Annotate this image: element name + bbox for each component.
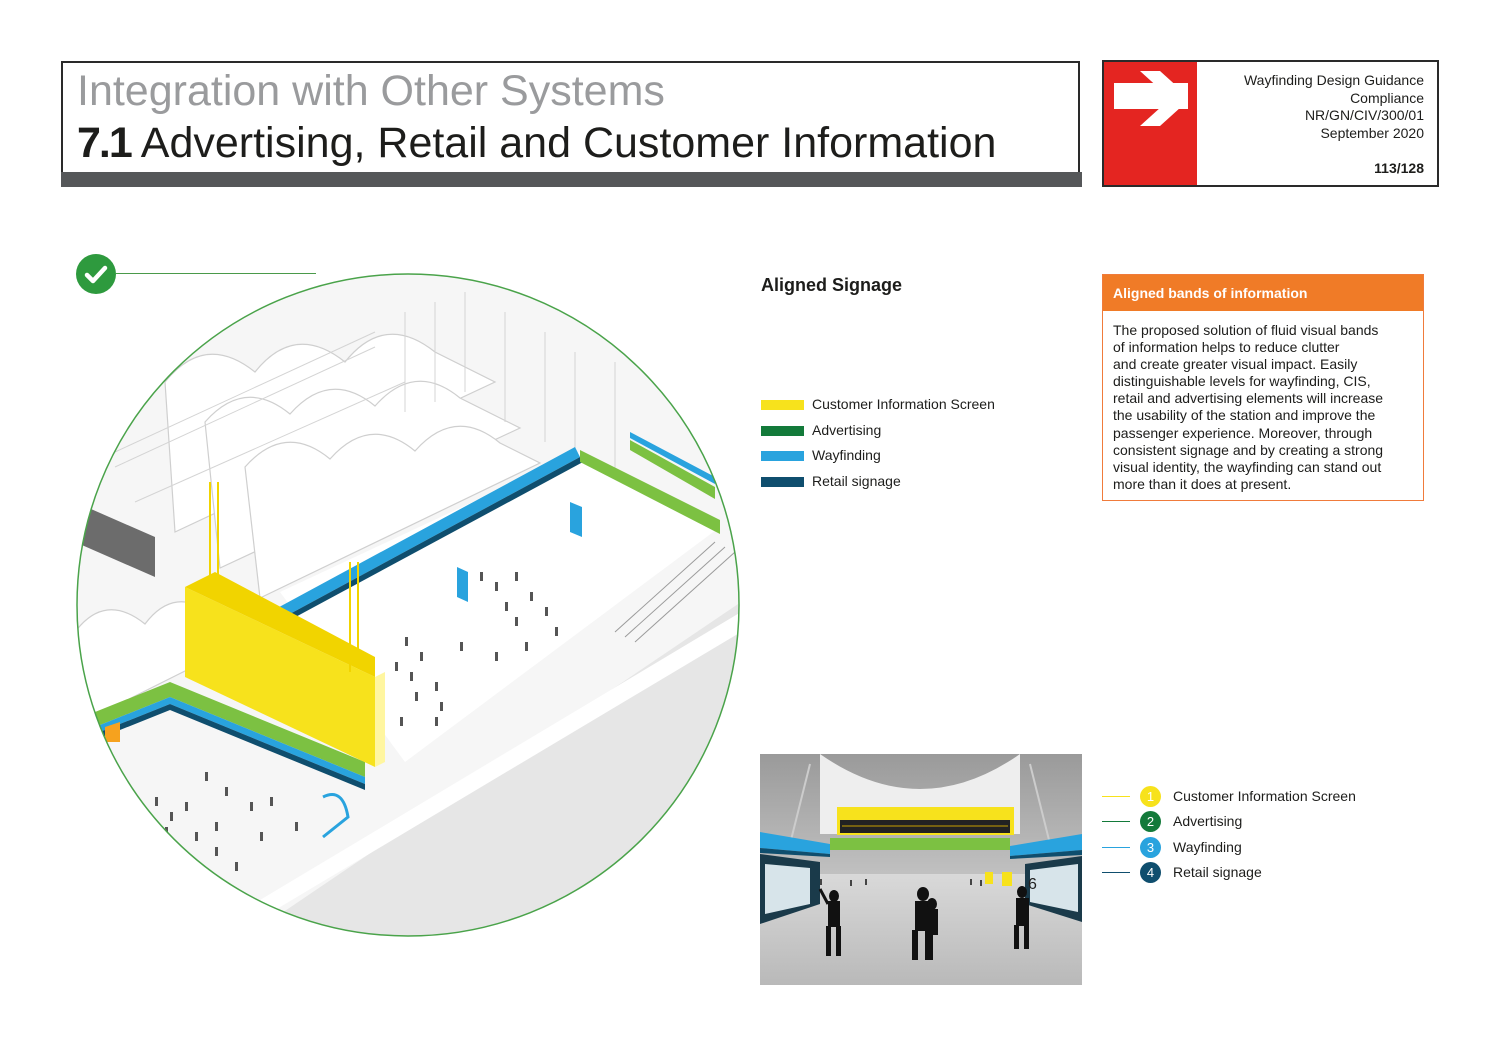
national-rail-logo [1104,62,1197,185]
numbered-legend-item-retail: 4 Retail signage [1102,861,1402,886]
shop-number: 6 [1028,876,1037,893]
numbered-legend-item-advertising: 2 Advertising [1102,810,1402,835]
leader-line [1102,821,1130,823]
check-connector-line [116,273,316,274]
info-line: passenger experience. Moreover, through [1113,424,1373,441]
document-meta-text: Wayfinding Design Guidance Compliance NR… [1244,72,1424,142]
info-line: visual identity, the wayfinding can stan… [1113,458,1382,475]
info-line: consistent signage and by creating a str… [1113,441,1384,458]
info-line: more than it does at present. [1113,475,1292,492]
section-title: Integration with Other Systems [77,67,665,115]
numbered-legend-label: Customer Information Screen [1173,788,1356,804]
number-badge: 2 [1140,811,1161,833]
info-line: and create greater visual impact. Easily [1113,356,1358,373]
numbered-legend-label: Advertising [1173,813,1243,830]
info-line: of information helps to reduce clutter [1113,339,1340,356]
section-number: 7.1 [77,119,133,167]
legend-label: Wayfinding [812,447,881,463]
legend-swatch-retail [761,476,804,487]
leader-line [1102,846,1130,848]
page-count: 113/128 [1374,160,1424,176]
numbered-legend-item-cis: 1 Customer Information Screen [1102,785,1402,810]
legend-swatch-cis [761,400,804,410]
concourse-render-image: 6 [760,754,1082,985]
number-badge: 4 [1140,862,1161,884]
info-line: retail and advertising elements will inc… [1113,390,1384,407]
info-line: distinguishable levels for wayfinding, C… [1113,373,1371,390]
legend-label: Customer Information Screen [812,396,995,412]
legend-label: Retail signage [812,472,901,489]
numbered-legend: 1 Customer Information Screen 2 Advertis… [1102,785,1402,887]
legend-label: Advertising [812,421,882,438]
number-badge: 3 [1140,836,1161,858]
page-title: Advertising, Retail and Customer Informa… [140,119,997,167]
info-box: Aligned bands of information The propose… [1102,274,1424,501]
doc-date: September 2020 [1320,124,1424,141]
document-meta-box: Wayfinding Design Guidance Compliance NR… [1102,60,1439,187]
leader-line [1102,796,1130,797]
numbered-legend-label: Retail signage [1173,864,1262,881]
leader-line [1102,872,1130,874]
station-isometric-illustration [75,272,741,938]
doc-subtitle: Compliance [1350,89,1424,106]
aligned-signage-heading: Aligned Signage [761,275,903,295]
legend-swatch-wayfinding [761,451,804,461]
numbered-legend-label: Wayfinding [1173,838,1242,855]
title-underline-bar [61,172,1082,187]
info-line: the usability of the station and improve… [1113,407,1376,424]
doc-title: Wayfinding Design Guidance [1243,72,1424,88]
number-badge: 1 [1140,786,1161,807]
numbered-legend-item-wayfinding: 3 Wayfinding [1102,836,1402,861]
info-box-title: Aligned bands of information [1103,275,1423,311]
info-line: The proposed solution of fluid visual ba… [1113,322,1379,338]
approved-check-icon [76,254,116,294]
legend-swatch-advertising [761,425,804,436]
doc-reference: NR/GN/CIV/300/01 [1304,107,1424,124]
info-box-body: The proposed solution of fluid visual ba… [1113,322,1413,493]
